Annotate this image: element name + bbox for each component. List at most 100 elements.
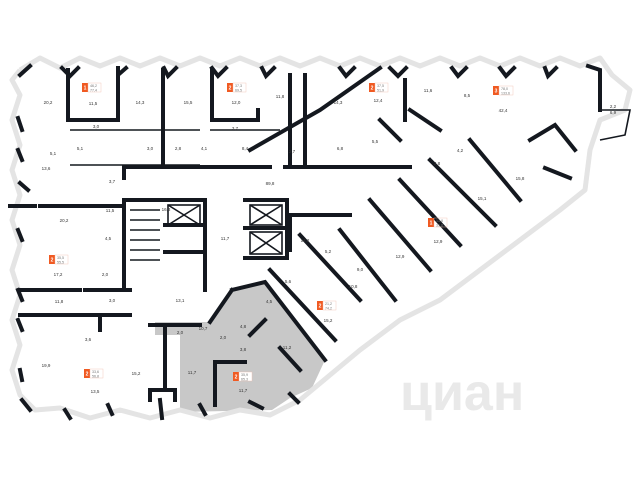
- interior-walls: [8, 65, 578, 407]
- room-area: 3,7: [232, 126, 239, 131]
- room-area: 3,0: [109, 298, 116, 303]
- room-area: 10,8: [349, 284, 358, 289]
- room-area: 5,1: [77, 146, 84, 151]
- unit-rooms: 2: [86, 372, 89, 378]
- unit-badge[interactable]: 2 21,2 74,2: [317, 300, 337, 310]
- room-area: 4,8: [240, 324, 247, 329]
- unit-badge-selected[interactable]: 2 35,9 65,3: [233, 371, 253, 381]
- room-area: 12,0: [232, 100, 241, 105]
- room-area: 2,7: [289, 149, 296, 154]
- room-area: 4,5: [105, 236, 112, 241]
- room-area: 11,7: [239, 388, 248, 393]
- room-area: 2,8: [434, 161, 441, 166]
- room-area: 15,8: [516, 176, 525, 181]
- unit-total-area: 74,2: [325, 306, 332, 310]
- room-area: 2,0: [220, 335, 227, 340]
- unit-badge[interactable]: 2 33,6 56,8: [84, 368, 104, 378]
- room-area: 89,8: [266, 181, 275, 186]
- unit-total-area: 55,5: [57, 260, 64, 264]
- room-area: 20,2: [44, 100, 53, 105]
- cian-watermark: циан: [400, 364, 524, 422]
- room-area: 13,5: [91, 389, 100, 394]
- room-area: 13,1: [176, 298, 185, 303]
- room-area: 15,5: [184, 100, 193, 105]
- unit-living-area: 13,8: [436, 219, 443, 223]
- room-area: 13,6: [42, 166, 51, 171]
- room-area: 4,1: [201, 146, 208, 151]
- room-area: 3,0: [93, 124, 100, 129]
- room-area: 19,9: [42, 363, 51, 368]
- room-area: 11,8: [276, 94, 285, 99]
- unit-rooms: 2: [235, 375, 238, 381]
- room-area: 2,0: [177, 330, 184, 335]
- unit-total-area: 77,4: [90, 88, 97, 92]
- unit-rooms: 3: [495, 89, 498, 95]
- unit-rooms: 2: [229, 86, 232, 92]
- unit-living-area: 46,2: [90, 84, 97, 88]
- room-area: 10,7: [199, 326, 208, 331]
- room-area: 17,2: [54, 272, 63, 277]
- unit-rooms: 2: [371, 86, 374, 92]
- unit-total-area: 65,3: [241, 377, 248, 381]
- room-area: 4,2: [457, 148, 464, 153]
- unit-living-area: 37,5: [377, 84, 384, 88]
- unit-badges: 1 46,2 77,4 2 37,3 69,5 2 37,5 51,9 3 78…: [49, 82, 514, 381]
- unit-badge[interactable]: 2 35,5 55,5: [49, 254, 69, 264]
- room-area: 14,3: [136, 100, 145, 105]
- room-area: 15,1: [478, 196, 487, 201]
- room-area: 11,5: [89, 101, 98, 106]
- unit-badge[interactable]: 3 78,0 133,6: [493, 85, 514, 95]
- room-area: 2,0: [102, 272, 109, 277]
- unit-living-area: 35,9: [241, 373, 248, 377]
- room-area: 3,6: [85, 337, 92, 342]
- unit-badge[interactable]: 2 37,5 51,9: [369, 82, 389, 92]
- room-area: 6,8: [337, 146, 344, 151]
- unit-total-area: 31,8: [436, 223, 443, 227]
- room-area: 5,5: [372, 139, 379, 144]
- unit-badge[interactable]: 1 46,2 77,4: [82, 82, 102, 92]
- room-area: 20,2: [60, 218, 69, 223]
- unit-living-area: 33,6: [92, 370, 99, 374]
- room-area: 11,2: [283, 345, 292, 350]
- room-area: 11,7: [188, 370, 197, 375]
- unit-rooms: 2: [51, 258, 54, 264]
- unit-total-area: 69,5: [235, 88, 242, 92]
- unit-total-area: 133,6: [501, 91, 510, 95]
- room-area: 5,1: [50, 151, 57, 156]
- room-area: 2,8: [175, 146, 182, 151]
- room-area: 14,2: [301, 238, 310, 243]
- room-area: 3,8: [240, 347, 247, 352]
- unit-rooms: 1: [84, 86, 87, 92]
- room-area: 11,7: [221, 236, 230, 241]
- room-area: 8,5: [464, 93, 471, 98]
- unit-rooms: 2: [319, 304, 322, 310]
- room-area: 16,3: [162, 207, 171, 212]
- fixtures: [70, 109, 631, 261]
- room-area: 15,2: [324, 318, 333, 323]
- room-area: 9,0: [357, 267, 364, 272]
- room-area: 2,2: [610, 104, 617, 109]
- unit-living-area: 37,3: [235, 84, 242, 88]
- unit-living-area: 21,2: [325, 302, 332, 306]
- room-area: 12,9: [396, 254, 405, 259]
- room-area: 11,5: [106, 208, 115, 213]
- room-area: 42,4: [499, 108, 508, 113]
- building-facade: [9, 55, 633, 421]
- room-area: 15,2: [132, 371, 141, 376]
- room-area: 5,6: [285, 279, 292, 284]
- room-area: 3,0: [147, 146, 154, 151]
- room-area: 14,3: [334, 100, 343, 105]
- selected-unit-area[interactable]: [155, 282, 325, 412]
- unit-badge[interactable]: 1 13,8 31,8: [428, 217, 448, 227]
- unit-badge[interactable]: 2 37,3 69,5: [227, 82, 247, 92]
- room-area: 12,9: [434, 239, 443, 244]
- room-area: 11,8: [55, 299, 64, 304]
- unit-living-area: 35,5: [57, 256, 64, 260]
- unit-total-area: 51,9: [377, 88, 384, 92]
- room-area: 12,4: [374, 98, 383, 103]
- room-area: 5,2: [325, 249, 332, 254]
- unit-total-area: 56,8: [92, 374, 99, 378]
- room-area: 11,6: [424, 88, 433, 93]
- room-area: 8,4: [242, 146, 249, 151]
